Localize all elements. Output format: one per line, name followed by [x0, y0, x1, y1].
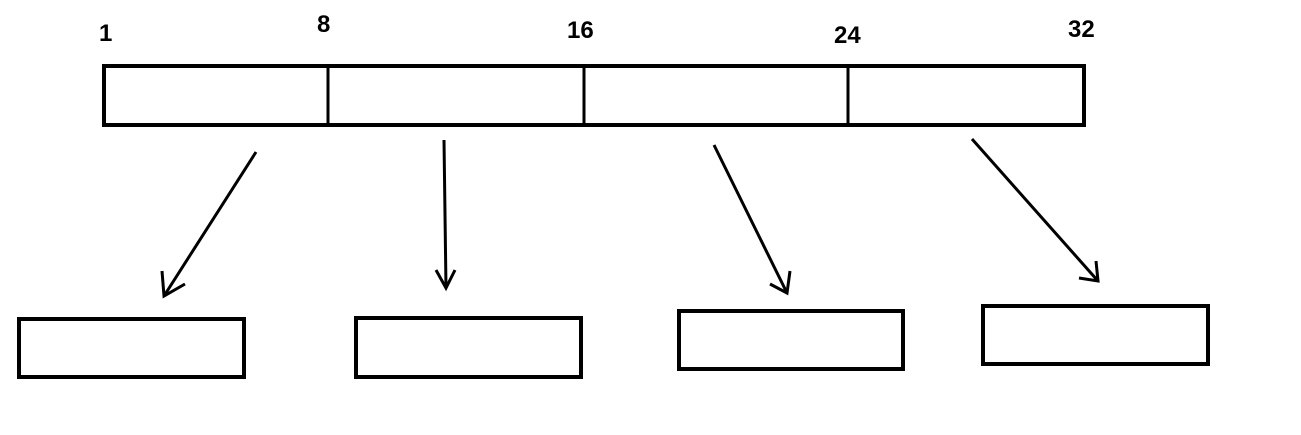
arrow-4 — [970, 138, 1100, 283]
bit-marker-16: 16 — [567, 17, 594, 44]
output-box-3 — [677, 309, 905, 371]
bit-marker-labels: 1 8 16 24 32 — [99, 11, 1095, 49]
bit-marker-1: 1 — [99, 20, 112, 47]
bit-marker-32: 32 — [1068, 16, 1095, 43]
output-boxes — [17, 304, 1210, 379]
arrow-2 — [434, 139, 457, 292]
arrows — [160, 138, 1100, 299]
bit-marker-8: 8 — [317, 11, 330, 38]
register-box — [102, 64, 1086, 127]
arrow-3 — [712, 144, 792, 296]
output-box-2 — [354, 316, 583, 379]
output-box-4 — [981, 304, 1210, 366]
arrow-1 — [160, 151, 258, 299]
register — [102, 64, 1086, 127]
output-box-1 — [17, 317, 246, 379]
bit-marker-24: 24 — [834, 22, 861, 49]
